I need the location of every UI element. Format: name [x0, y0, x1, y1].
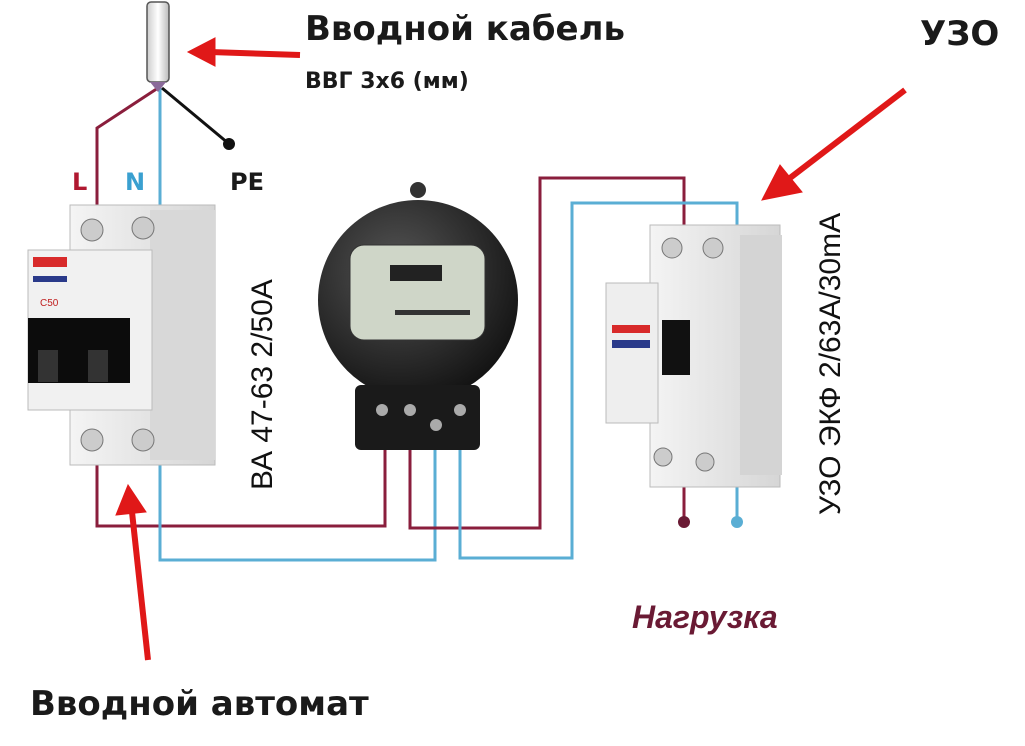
- wire-label-l: L: [72, 168, 87, 196]
- load-neutral-terminal: [731, 516, 743, 528]
- wires: [95, 86, 739, 562]
- arrow-to-cable: [186, 37, 301, 67]
- rcd-title: УЗО: [920, 14, 999, 54]
- arrow-to-rcd: [761, 87, 907, 201]
- input-cable-spec: ВВГ 3х6 (мм): [305, 69, 469, 94]
- neutral-wire-breaker-to-meter: [158, 450, 437, 562]
- input-cable-title: Вводной кабель: [305, 9, 625, 49]
- wire-label-n: N: [125, 168, 145, 196]
- main-breaker-label: Вводной автомат: [30, 684, 369, 724]
- rcd-device: [605, 224, 782, 488]
- electricity-meter: [318, 182, 518, 450]
- breaker-model-label: ВА 47-63 2/50А: [246, 279, 279, 490]
- wire-label-pe: PE: [230, 168, 264, 196]
- arrows: [115, 37, 907, 661]
- breaker-rating: C50: [40, 298, 59, 309]
- arrow-to-breaker: [115, 483, 151, 661]
- load-phase-terminal: [678, 516, 690, 528]
- phase-wire-breaker-to-meter: [95, 450, 387, 528]
- input-cable: [146, 1, 170, 92]
- load-label: Нагрузка: [632, 599, 778, 635]
- rcd-model-label: УЗО ЭКФ 2/63А/30mA: [814, 213, 847, 515]
- neutral-wire-meter-to-rcd: [458, 201, 739, 560]
- pe-wire: [161, 86, 229, 145]
- phase-wire-meter-to-rcd: [408, 176, 686, 530]
- phase-wire-input: [95, 86, 159, 212]
- pe-terminal-dot: [223, 138, 235, 150]
- main-breaker: C50: [27, 204, 216, 466]
